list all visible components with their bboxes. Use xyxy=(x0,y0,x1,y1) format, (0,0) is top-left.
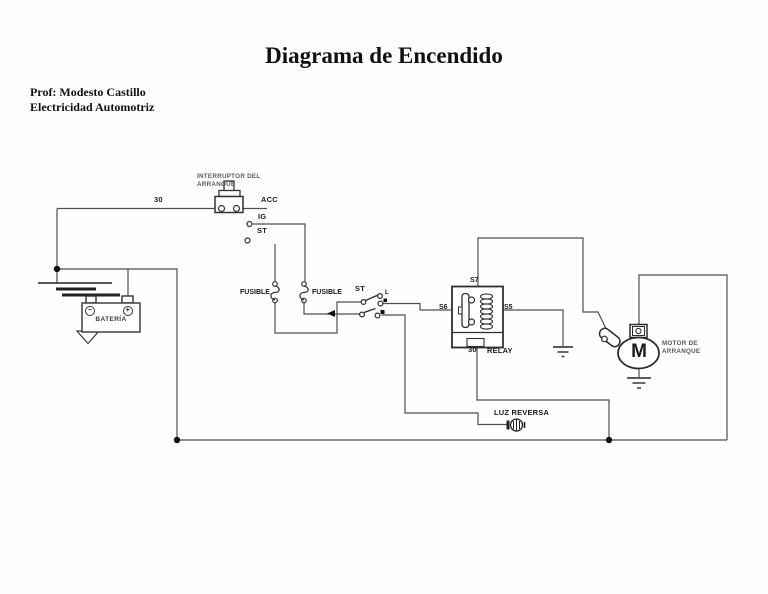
ignition-switch-label-2: ARRANQUE xyxy=(197,180,236,188)
motor-label-1: MOTOR DE xyxy=(662,340,698,347)
wire-relay-30 xyxy=(476,347,610,440)
wires xyxy=(56,207,728,441)
battery-ground-icon xyxy=(75,330,101,345)
battery-negative-pole: − xyxy=(84,305,95,316)
relay-s7-label: S7 xyxy=(470,277,479,284)
starter-switch-icon xyxy=(359,293,387,319)
fuse-left-icon xyxy=(270,281,280,304)
reverse-lamp-icon xyxy=(506,418,526,432)
junction-dots xyxy=(53,265,613,444)
ignition-switch-label-1: INTERRUPTOR DEL xyxy=(197,173,261,180)
starter-switch-label: ST xyxy=(355,284,365,293)
motor-ground-icon xyxy=(627,377,651,389)
relay-ground-icon xyxy=(553,346,573,358)
relay-30-label: 30 xyxy=(468,345,477,354)
terminal-acc-label: ACC xyxy=(261,195,278,204)
fuse-right-label: FUSIBLE xyxy=(312,289,342,296)
ignition-switch-icon xyxy=(214,180,244,214)
battery-plates-icon xyxy=(38,282,120,297)
motor-m-label: M xyxy=(631,341,647,362)
wire-ig-to-switch xyxy=(303,302,360,315)
junction-dot-icon xyxy=(53,265,61,273)
battery-label: BATERÍA xyxy=(95,316,127,323)
terminal-30-label: 30 xyxy=(154,195,163,204)
wire-st-to-switch xyxy=(274,301,361,334)
course-line: Electricidad Automotriz xyxy=(30,100,155,114)
terminal-st-label: ST xyxy=(257,226,267,235)
terminal-ig-label: IG xyxy=(258,212,267,221)
relay-s5-label: S5 xyxy=(504,304,513,311)
wire-reverse-light xyxy=(381,314,508,426)
fuse-right-icon xyxy=(299,281,309,304)
wire-s7 xyxy=(477,237,608,332)
page-title: Diagrama de Encendido xyxy=(265,43,503,68)
wire-ig xyxy=(253,223,306,282)
starter-motor-icon xyxy=(598,323,660,370)
ig-terminal-icon xyxy=(246,220,253,228)
wire-s6 xyxy=(383,302,451,311)
junction-dot-icon xyxy=(173,436,181,444)
wire-positive-branch xyxy=(57,268,178,440)
wire-s5 xyxy=(503,309,564,346)
motor-label-2: ARRANQUE xyxy=(662,348,701,355)
relay-coil-icon xyxy=(479,293,494,330)
professor-line: Prof: Modesto Castillo xyxy=(30,85,146,99)
relay-icon xyxy=(451,285,504,349)
relay-name-label: RELAY xyxy=(487,346,513,355)
fuse-left-label: FUSIBLE xyxy=(240,289,270,296)
relay-s6-label: S6 xyxy=(439,304,448,311)
reverse-light-label: LUZ REVERSA xyxy=(494,408,550,417)
wire-motor-loop xyxy=(638,274,728,440)
junction-arrow-icon xyxy=(327,310,335,317)
battery-positive-pole: + xyxy=(122,305,133,316)
contact-l-label: L xyxy=(385,290,389,296)
motor-lug-icon xyxy=(598,327,621,348)
junction-dot-icon xyxy=(605,436,613,444)
st-terminal-icon xyxy=(244,237,251,244)
